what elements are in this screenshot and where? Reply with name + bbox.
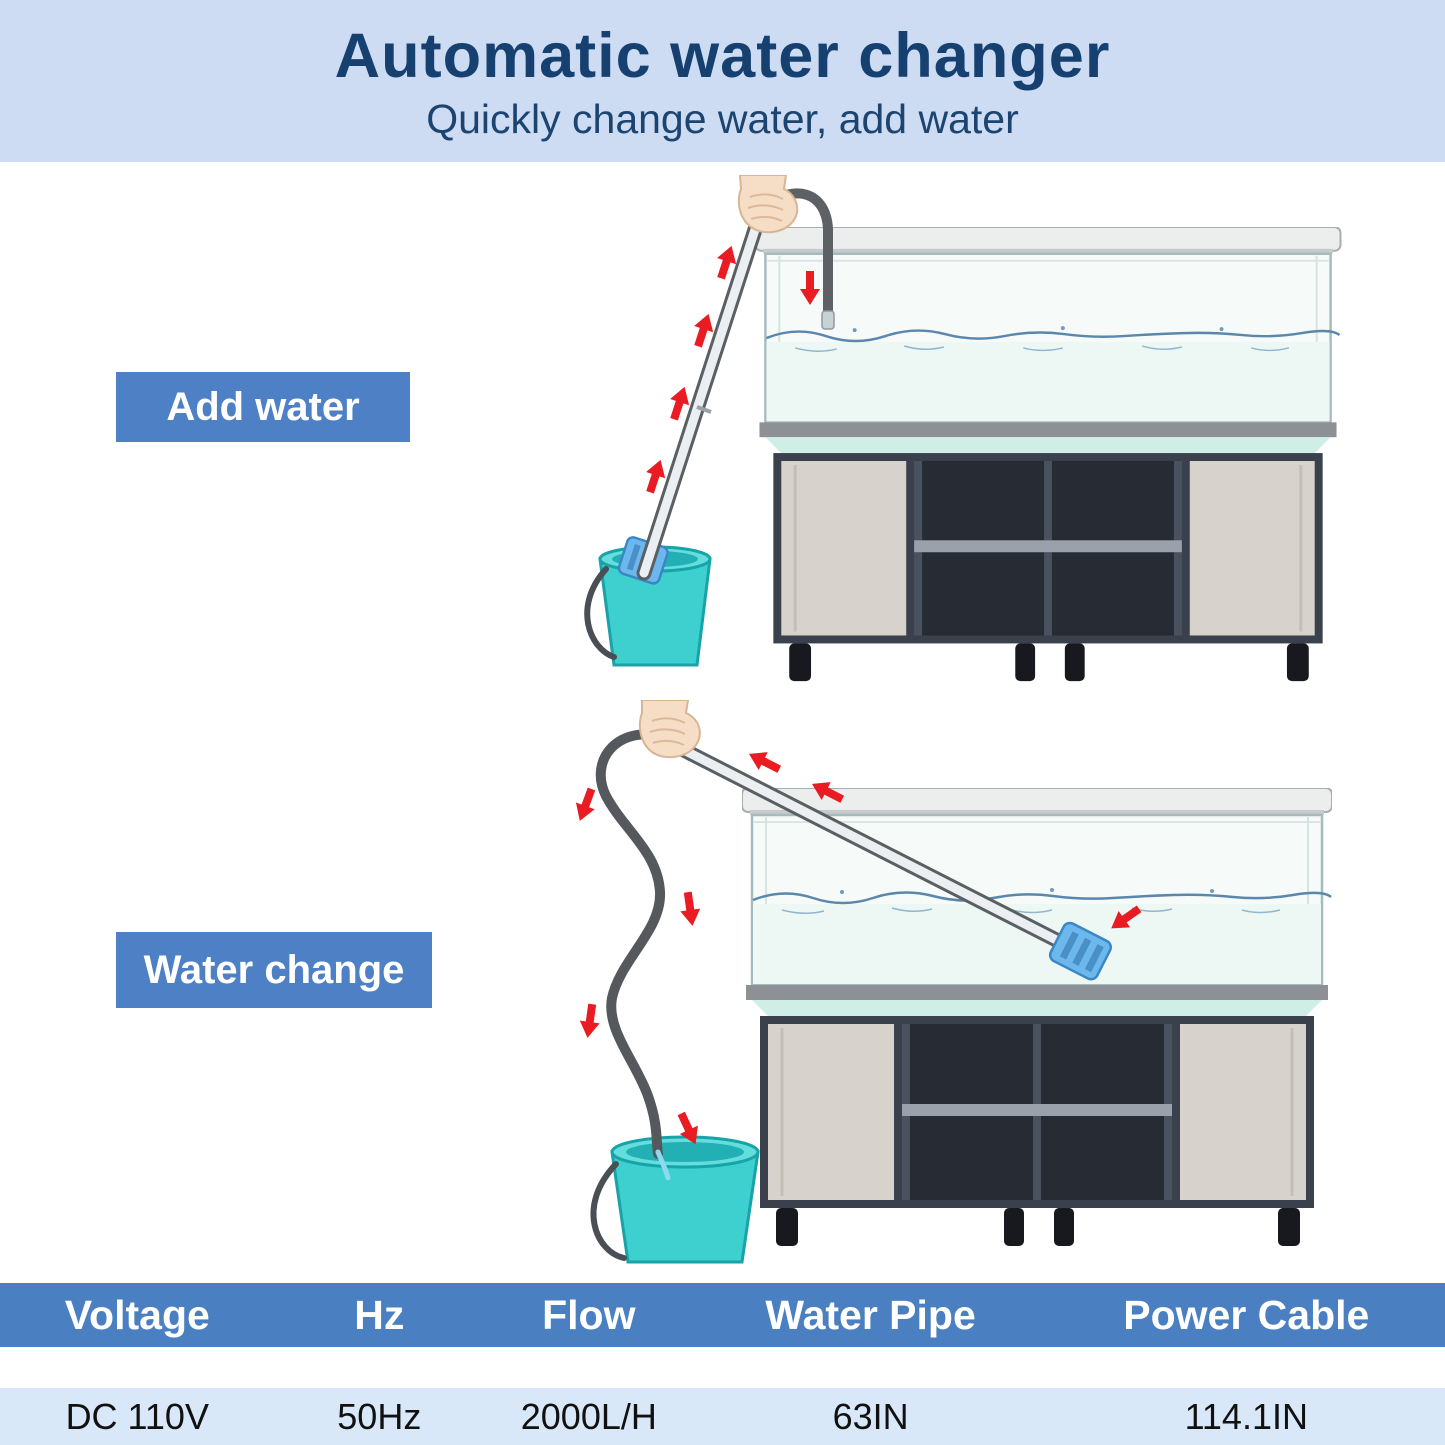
page-title: Automatic water changer [334,20,1111,91]
aquarium-cabinet-illustration [754,227,1342,683]
spec-header-hz: Hz [354,1291,405,1338]
suction-tube-icon [664,736,1080,956]
page-subtitle: Quickly change water, add water [426,95,1019,142]
spec-header-voltage: Voltage [64,1291,210,1338]
aquarium-cabinet-illustration [742,788,1332,1248]
spec-value-voltage: DC 110V [65,1395,209,1437]
header-banner: Automatic water changer Quickly change w… [0,0,1445,162]
spec-value-power-cable: 114.1IN [1184,1395,1308,1437]
add-water-label-text: Add water [166,384,360,429]
spec-table-header-row: Voltage Hz Flow Water Pipe Power Cable [0,1283,1445,1347]
spec-value-hz: 50Hz [337,1395,422,1437]
suction-tube-icon [636,203,769,581]
hand-icon [737,175,799,234]
hose-icon [595,729,675,1181]
spec-value-water-pipe: 63IN [832,1395,909,1437]
spec-header-flow: Flow [542,1291,636,1338]
spec-header-power-cable: Power Cable [1123,1291,1370,1338]
pump-head-icon [1048,921,1112,981]
water-change-illustration [560,700,1345,1270]
hand-icon [638,700,701,759]
bucket-icon [590,1135,760,1264]
water-change-label-text: Water change [143,947,405,992]
spec-table-value-row: DC 110V 50Hz 2000L/H 63IN 114.1IN [0,1388,1445,1445]
water-change-label: Water change [116,932,432,1008]
add-water-illustration [580,175,1345,700]
spec-header-water-pipe: Water Pipe [765,1291,976,1338]
add-water-label: Add water [116,372,410,442]
spec-value-flow: 2000L/H [520,1395,657,1437]
